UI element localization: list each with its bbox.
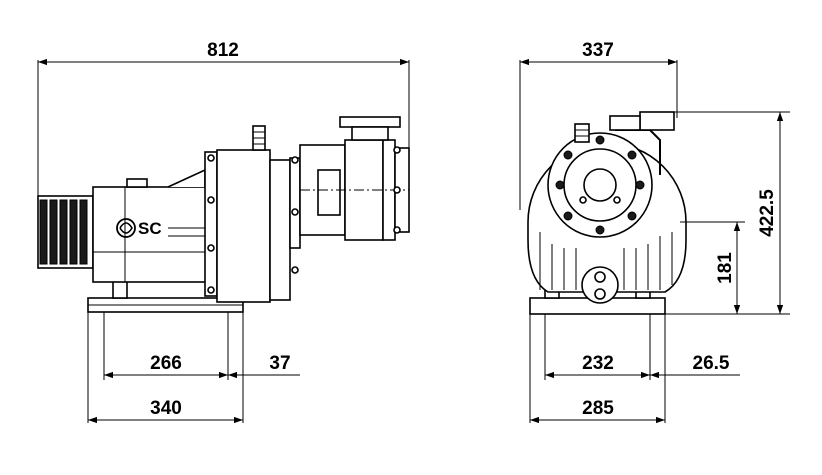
dimension-label-266: 266: [150, 353, 182, 374]
v-belt-pulley: [37, 195, 94, 269]
dimension-181: 181: [680, 221, 745, 314]
side-view: SC: [37, 40, 410, 424]
dimension-label-26-5: 26.5: [693, 353, 730, 374]
dimension-label-181: 181: [715, 252, 736, 284]
dimension-337: 337: [519, 40, 678, 210]
volute-side: [299, 139, 410, 241]
dimension-label-37: 37: [269, 353, 290, 374]
bearing-housing: [92, 168, 211, 283]
logo-text: SC: [138, 219, 162, 238]
dimension-37: 37: [228, 312, 300, 423]
volute-face: [547, 132, 653, 238]
dimension-285: 285: [529, 314, 665, 424]
dimension-340: 340: [87, 312, 243, 424]
pump-casing-side: [204, 149, 301, 303]
dimension-812: 812: [37, 40, 410, 196]
dimension-label-422-5: 422.5: [757, 189, 778, 237]
dimension-label-340: 340: [150, 398, 182, 419]
dimension-label-285: 285: [582, 398, 614, 419]
discharge-nozzle-end: [609, 111, 675, 175]
dimension-label-232: 232: [582, 353, 614, 374]
dimension-232: 232: [544, 314, 651, 380]
dimension-422-5: 422.5: [665, 111, 790, 315]
dimension-266: 266: [103, 312, 229, 380]
discharge-nozzle-side: [339, 116, 401, 141]
dimension-26-5: 26.5: [650, 314, 740, 423]
sc-logo: SC: [116, 218, 162, 238]
vent-plug: [252, 125, 266, 151]
dimension-label-812: 812: [207, 40, 239, 61]
end-view: 337 422.5 181 232 26.5: [519, 40, 790, 424]
dimension-label-337: 337: [582, 40, 614, 61]
vent-plug-end: [574, 123, 590, 143]
